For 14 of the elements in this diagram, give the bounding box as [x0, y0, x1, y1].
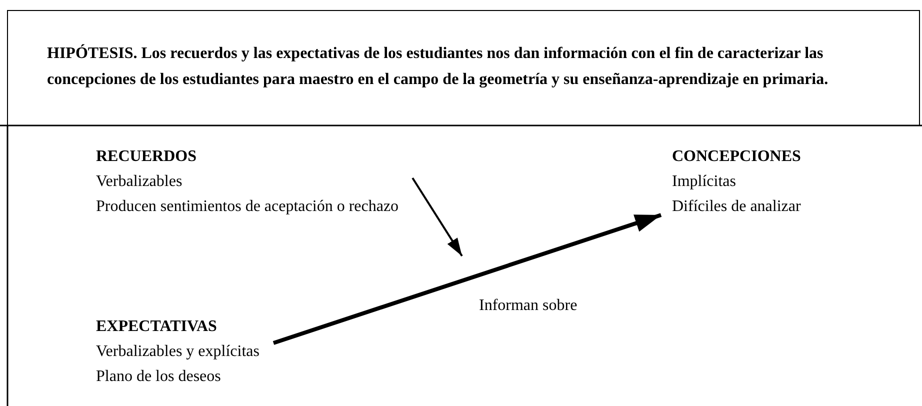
concept-description: Verbalizables y explícitas: [96, 342, 260, 362]
concept-heading: CONCEPCIONES: [672, 147, 801, 167]
concept-description: Plano de los deseos: [96, 367, 222, 387]
concept-heading: RECUERDOS: [96, 147, 198, 167]
arrow: [272, 213, 662, 345]
arrow: [412, 177, 463, 257]
hypothesis-box: [7, 10, 920, 126]
annotation-text: Informan sobre: [479, 297, 578, 315]
concept-description: Difíciles de analizar: [672, 197, 801, 217]
concept-description: Implícitas: [672, 172, 737, 192]
concept-description: Producen sentimientos de aceptación o rechazo: [96, 197, 399, 217]
concept-heading: EXPECTATIVAS: [96, 317, 218, 337]
hypothesis-text: HIPÓTESIS. Los recuerdos y las expectativas de los estudiantes nos dan información con el fin de caracterizar las concepciones de los estudiantes para maestro en el campo de la geometría y su enseñanza-aprendizaje en primaria.: [47, 43, 830, 90]
concept-description: Verbalizables: [96, 172, 184, 192]
